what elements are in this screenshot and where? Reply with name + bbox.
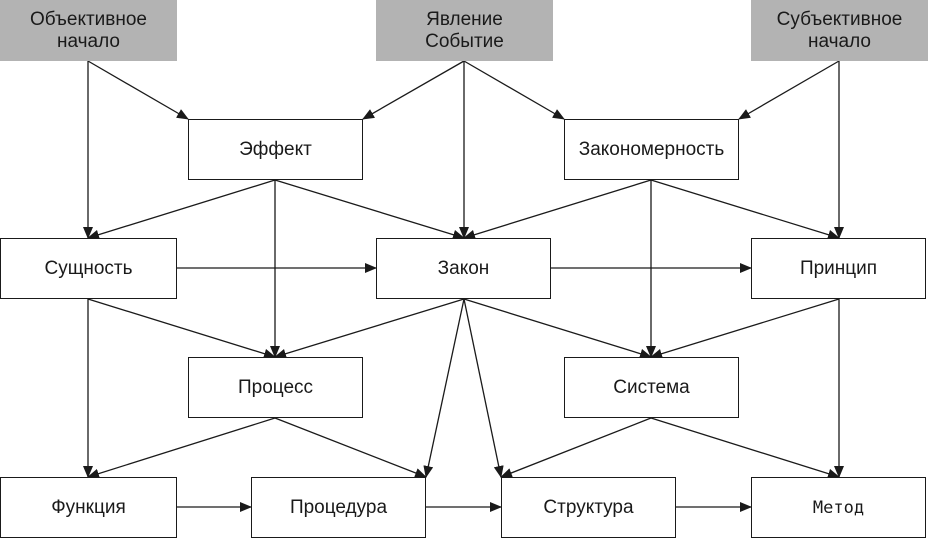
arrow-regularity-to-law [463, 179, 652, 240]
effect-box: Эффект [188, 119, 363, 180]
arrow-subjective-to-regularity [738, 60, 840, 120]
law-box: Закон [376, 238, 551, 299]
arrow-system-to-structure [500, 417, 652, 478]
arrow-phenomenon-to-effect [362, 60, 465, 120]
regularity-box: Закономерность [564, 119, 739, 180]
subjective-origin-box: Субъективное начало [751, 0, 928, 61]
arrow-process-to-procedure [274, 417, 427, 478]
principle-box: Принцип [751, 238, 926, 299]
arrow-phenomenon-to-regularity [463, 60, 565, 120]
method-box: Метод [751, 477, 926, 538]
system-box: Система [564, 357, 739, 418]
arrow-principle-to-system [650, 298, 840, 359]
arrow-objective-to-effect [87, 60, 189, 120]
arrow-law-to-procedure [423, 298, 465, 478]
arrow-law-to-structure [463, 298, 504, 478]
essence-box: Сущность [0, 238, 177, 299]
arrow-system-to-method [650, 417, 840, 479]
arrow-process-to-function [87, 417, 276, 479]
arrow-law-to-system [463, 298, 652, 359]
arrow-law-to-process [274, 298, 465, 359]
function-box: Функция [0, 477, 177, 538]
procedure-box: Процедура [251, 477, 426, 538]
arrow-effect-to-law [274, 179, 465, 240]
structure-box: Структура [501, 477, 676, 538]
arrow-effect-to-essence [87, 179, 276, 240]
phenomenon-event-box: Явление Событие [376, 0, 553, 61]
arrow-regularity-to-principle [650, 179, 840, 240]
process-box: Процесс [188, 357, 363, 418]
arrow-essence-to-process [87, 298, 276, 359]
objective-origin-box: Объективное начало [0, 0, 177, 61]
